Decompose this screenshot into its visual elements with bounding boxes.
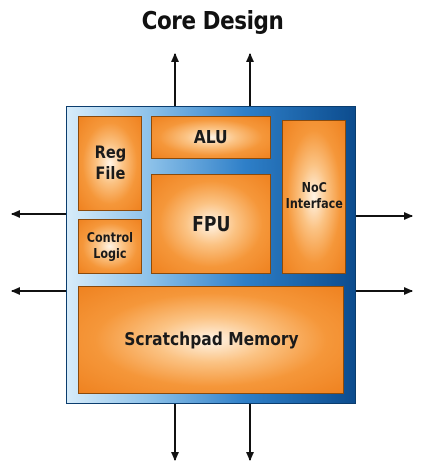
alu-label: ALU xyxy=(194,126,228,148)
noc-interface-label: NoC Interface xyxy=(285,181,343,212)
diagram-title: Core Design xyxy=(141,6,284,35)
control-logic-label: Control Logic xyxy=(86,230,134,262)
reg-file-label: Reg File xyxy=(94,143,126,184)
noc-interface-block: NoC Interface xyxy=(282,120,346,274)
fpu-label: FPU xyxy=(191,212,231,236)
reg-file-block: Reg File xyxy=(78,116,142,211)
scratchpad-memory-label: Scratchpad Memory xyxy=(123,329,299,351)
scratchpad-memory-block: Scratchpad Memory xyxy=(78,286,344,394)
fpu-block: FPU xyxy=(151,174,271,274)
alu-block: ALU xyxy=(151,116,271,159)
control-logic-block: Control Logic xyxy=(78,219,142,274)
